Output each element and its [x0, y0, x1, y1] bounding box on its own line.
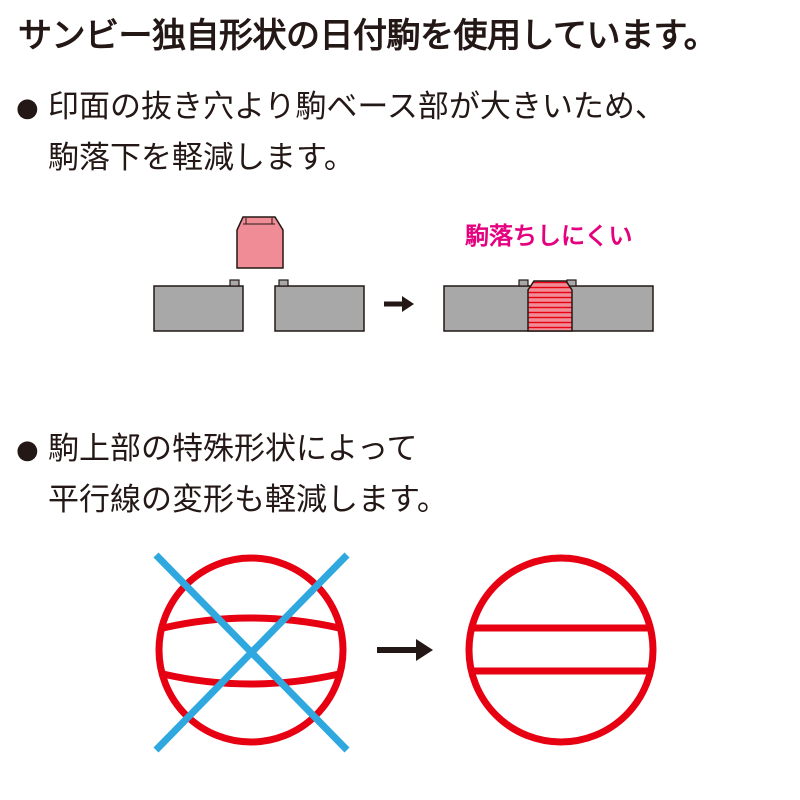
x-mark-icon: [153, 552, 350, 753]
point-2-line-2: 平行線の変形も軽減します。: [48, 482, 448, 518]
plate-left-before: [153, 279, 244, 332]
deformed-seal-impression: [155, 554, 347, 746]
date-piece-after: [527, 280, 573, 332]
right-arrow-icon: [377, 639, 433, 661]
correct-seal-impression: [465, 554, 657, 746]
feature-point-deformation-reduction: ● 駒上部の特殊形状によって 平行線の変形も軽減します。: [16, 424, 786, 525]
bullet-icon: ●: [16, 93, 39, 123]
point-1-line-2: 駒落下を軽減します。: [48, 140, 355, 176]
plate-right-before: [274, 279, 365, 332]
bullet-icon: ●: [16, 435, 39, 465]
date-piece-before: [236, 216, 284, 269]
point-1-line-1: 印面の抜き穴より駒ベース部が大きいため、: [48, 89, 666, 125]
deformation-comparison-diagram: [153, 552, 657, 753]
point-2-line-1: 駒上部の特殊形状によって: [48, 431, 418, 467]
right-arrow-icon: [384, 296, 414, 312]
callout-text: 駒落ちしにくい: [465, 222, 633, 250]
page-title: サンビー独自形状の日付駒を使用しています。: [18, 16, 718, 56]
feature-point-drop-prevention: ● 印面の抜き穴より駒ベース部が大きいため、 駒落下を軽減します。: [16, 82, 786, 183]
drop-prevention-diagram: 駒落ちしにくい: [153, 216, 654, 332]
